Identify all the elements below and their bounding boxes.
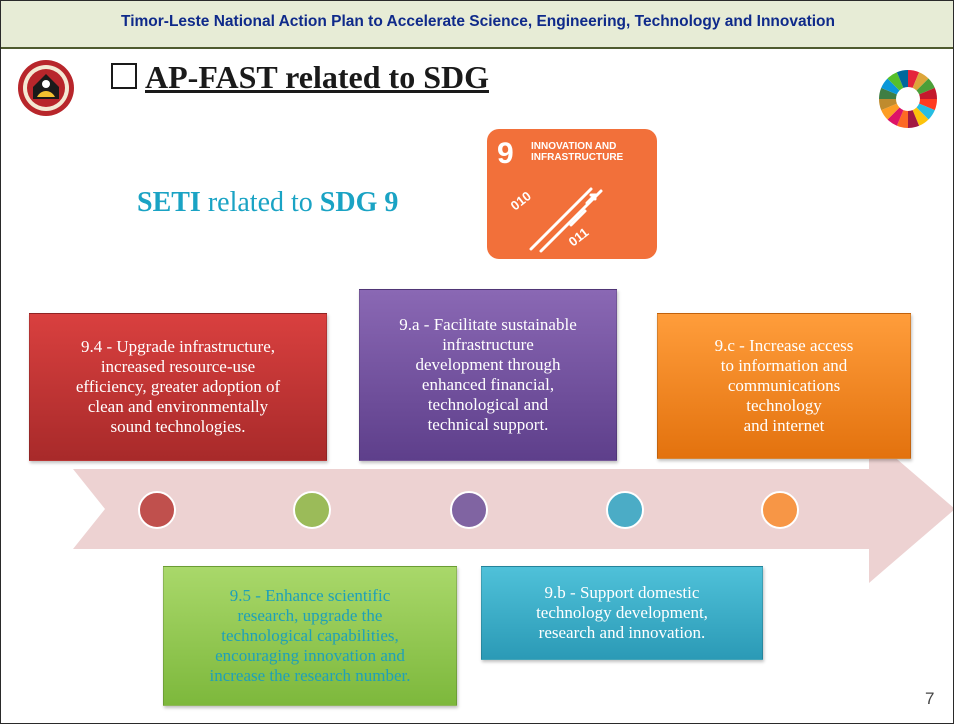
university-emblem-icon bbox=[18, 60, 74, 116]
target-line: efficiency, greater adoption of bbox=[75, 377, 281, 396]
timeline-dot-9-a bbox=[450, 491, 488, 529]
target-line: and internet bbox=[743, 416, 825, 435]
sdg9-label-line2: INFRASTRUCTURE bbox=[531, 152, 624, 163]
target-line: technology development, bbox=[536, 603, 708, 622]
target-line: enhanced financial, bbox=[421, 375, 555, 394]
target-line: technological capabilities, bbox=[221, 626, 399, 645]
sdg-wheel-icon bbox=[879, 69, 937, 128]
sdg9-label-line1: INNOVATION AND bbox=[531, 141, 617, 152]
target-line: sound technologies. bbox=[110, 417, 246, 436]
innovation-infrastructure-icon: 010 011 bbox=[508, 187, 603, 253]
subtitle-sdg: SDG 9 bbox=[319, 187, 399, 218]
target-9-b-card: 9.b - Support domestic technology develo… bbox=[481, 566, 763, 660]
checkbox-bullet-icon bbox=[111, 63, 137, 89]
target-9-4-card: 9.4 - Upgrade infrastructure, increased … bbox=[29, 313, 327, 461]
target-line: 9.a - Facilitate sustainable bbox=[399, 315, 577, 334]
target-line: development through bbox=[415, 355, 561, 374]
target-line: to information and bbox=[720, 356, 848, 375]
target-line: 9.b - Support domestic bbox=[544, 583, 700, 602]
timeline-dot-9-b bbox=[606, 491, 644, 529]
sdg9-label: INNOVATION AND INFRASTRUCTURE bbox=[531, 141, 651, 163]
target-line: 9.5 - Enhance scientific bbox=[229, 586, 391, 605]
subtitle: SETI related to SDG 9 bbox=[137, 187, 398, 219]
target-line: increased resource-use bbox=[100, 357, 256, 376]
header-banner: Timor-Leste National Action Plan to Acce… bbox=[1, 1, 953, 49]
target-line: 9.4 - Upgrade infrastructure, bbox=[80, 337, 275, 356]
page-number: 7 bbox=[925, 689, 935, 708]
subtitle-seti: SETI bbox=[137, 187, 201, 218]
target-9-a-card: 9.a - Facilitate sustainable infrastruct… bbox=[359, 289, 617, 461]
timeline-dot-9-4 bbox=[138, 491, 176, 529]
target-line: 9.c - Increase access bbox=[714, 336, 854, 355]
target-line: research and innovation. bbox=[538, 623, 706, 642]
target-9-5-card: 9.5 - Enhance scientific research, upgra… bbox=[163, 566, 457, 706]
target-line: encouraging innovation and bbox=[215, 646, 405, 665]
sdg9-number: 9 bbox=[497, 137, 514, 170]
header-title: Timor-Leste National Action Plan to Acce… bbox=[121, 13, 835, 30]
subtitle-middle: related to bbox=[200, 187, 320, 218]
target-line: clean and environmentally bbox=[87, 397, 269, 416]
target-line: technology bbox=[746, 396, 822, 415]
slide-title-text: AP-FAST related to SDG bbox=[145, 59, 489, 95]
target-line: infrastructure bbox=[442, 335, 534, 354]
timeline-dot-9-5 bbox=[293, 491, 331, 529]
target-line: technological and bbox=[427, 395, 549, 414]
timeline-dot-9-c bbox=[761, 491, 799, 529]
sdg9-tile: 9 INNOVATION AND INFRASTRUCTURE 010 011 bbox=[487, 129, 657, 259]
target-line: research, upgrade the bbox=[237, 606, 383, 625]
target-line: increase the research number. bbox=[209, 666, 411, 685]
target-line: communications bbox=[727, 376, 841, 395]
target-9-c-card: 9.c - Increase access to information and… bbox=[657, 313, 911, 459]
target-line: technical support. bbox=[427, 415, 549, 434]
slide-title: AP-FAST related to SDG bbox=[111, 59, 489, 96]
